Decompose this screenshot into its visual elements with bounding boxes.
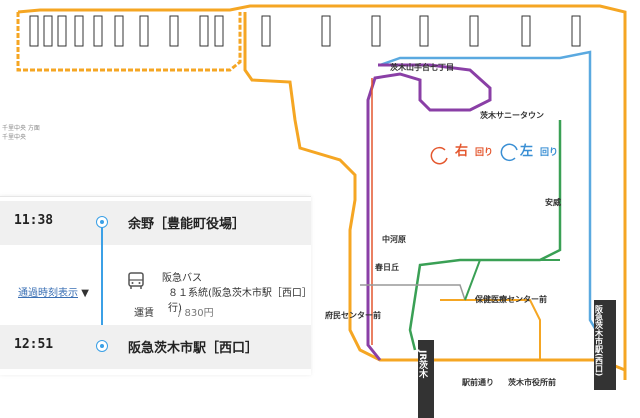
arrival-row[interactable]: 12:51 阪急茨木市駅［西口］ bbox=[0, 325, 311, 369]
chevron-down-icon: ▼ bbox=[81, 288, 89, 299]
arrow-right-icon bbox=[430, 146, 448, 165]
departure-stop: 余野［豊能町役場］ bbox=[128, 217, 246, 232]
arrival-stop: 阪急茨木市駅［西口］ bbox=[128, 341, 259, 356]
map-label-shiyakusho: 茨木市役所前 bbox=[508, 377, 556, 387]
departure-time: 11:38 bbox=[14, 213, 54, 228]
fare-value: / 830円 bbox=[178, 308, 214, 319]
arrow-left-icon bbox=[500, 143, 518, 162]
map-label-kasuga: 春日丘 bbox=[375, 262, 399, 272]
map-caption-top: 千里中央 方面 bbox=[2, 124, 40, 132]
direction-right-suffix: 回り bbox=[475, 147, 493, 158]
map-label-yamate: 茨木山手台七丁目 bbox=[390, 62, 454, 72]
passing-times-toggle[interactable]: 通過時刻表示 ▼ bbox=[18, 284, 89, 299]
direction-right: 右 bbox=[454, 143, 468, 159]
bus-company: 阪急バス bbox=[162, 273, 202, 284]
bus-icon bbox=[128, 272, 144, 289]
arrival-time: 12:51 bbox=[14, 337, 54, 352]
map-label-nakagawa: 中河原 bbox=[382, 234, 406, 244]
map-label-hankyu: 阪急茨木市駅(西口) bbox=[594, 304, 604, 376]
passing-times-label: 通過時刻表示 bbox=[18, 288, 78, 299]
map-label-hoken: 保健医療センター前 bbox=[474, 294, 547, 304]
bus-route: ８１系統(阪急茨木市駅［西口］行) bbox=[168, 288, 307, 314]
arrival-dot-icon bbox=[96, 340, 108, 352]
route-line bbox=[101, 227, 103, 347]
departure-row[interactable]: 11:38 余野［豊能町役場］ bbox=[0, 201, 311, 245]
direction-left: 左 bbox=[520, 143, 533, 159]
fare-label: 運賃 bbox=[134, 308, 154, 319]
map-label-ekimae: 駅前通り bbox=[462, 377, 494, 387]
map-caption-top2: 千里中央 bbox=[2, 133, 26, 141]
route-result-panel: 11:38 余野［豊能町役場］ 通過時刻表示 ▼ 阪急バス ８１系統(阪急茨木市… bbox=[0, 196, 311, 375]
map-label-yasui: 安威 bbox=[545, 197, 561, 207]
map-label-jr: JR茨木 bbox=[417, 349, 429, 379]
map-label-cityhall: 府民センター前 bbox=[325, 310, 381, 320]
map-label-sunnytown: 茨木サニータウン bbox=[480, 110, 544, 120]
direction-left-suffix: 回り bbox=[540, 147, 558, 158]
